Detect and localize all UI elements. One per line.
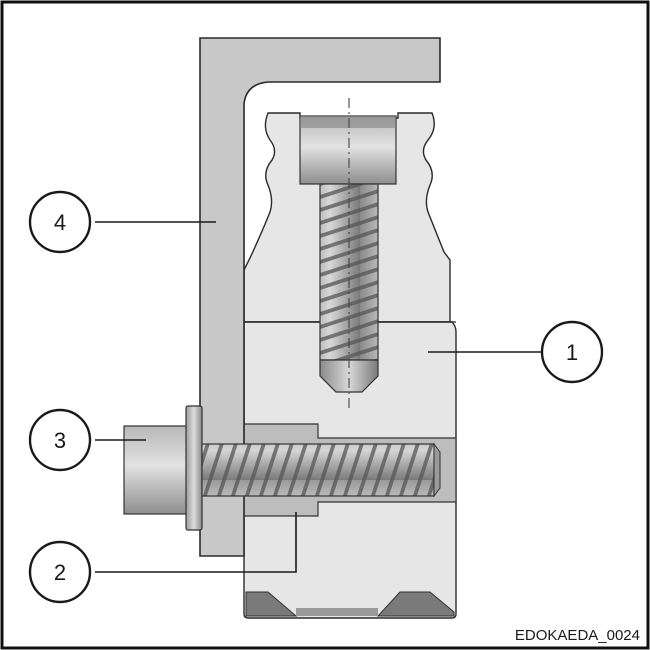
angle-bracket — [199, 37, 441, 557]
bottom-groove-mid — [296, 608, 378, 616]
horizontal-screw-thread — [201, 443, 435, 497]
callout-4: 4 — [28, 190, 92, 254]
callout-3-label: 3 — [54, 428, 66, 453]
callout-2-label: 2 — [54, 560, 66, 585]
horizontal-screw-tip — [433, 442, 441, 498]
washer — [185, 405, 203, 531]
reference-code: EDOKAEDA_0024 — [515, 627, 640, 644]
callout-4-label: 4 — [54, 210, 66, 235]
callout-2: 2 — [28, 540, 92, 604]
vertical-screw-tip — [319, 359, 379, 393]
callout-1: 1 — [540, 320, 604, 384]
callout-3: 3 — [28, 408, 92, 472]
vertical-screw-head-shadow — [300, 116, 396, 128]
callout-1-label: 1 — [566, 340, 578, 365]
leader-line-2 — [95, 512, 297, 573]
bottom-groove-right — [376, 591, 455, 617]
